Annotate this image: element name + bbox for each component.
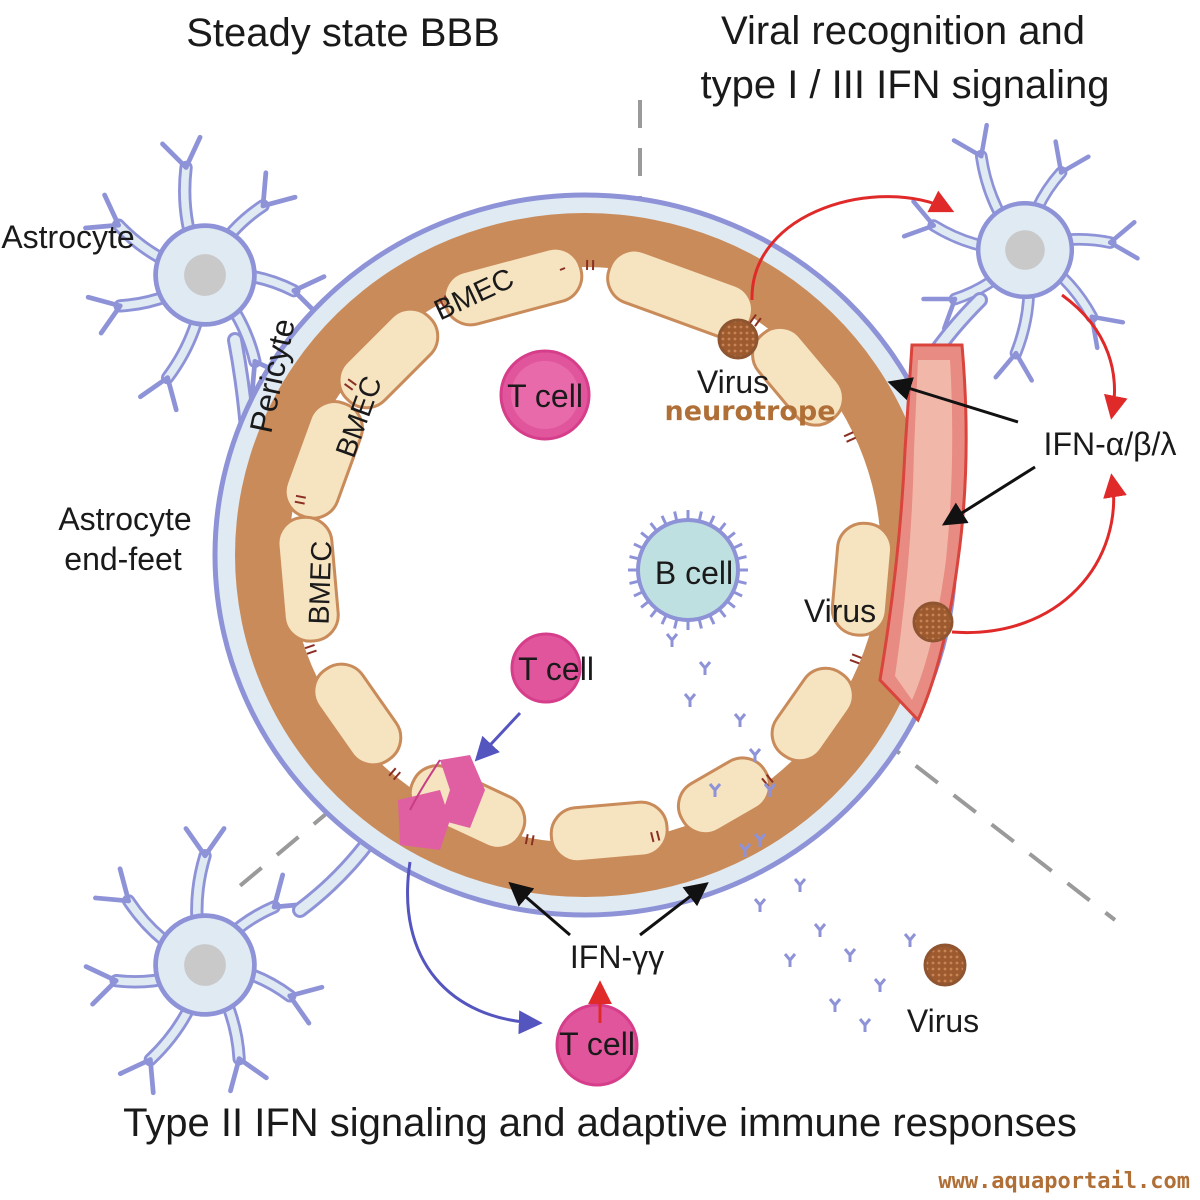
arrow-virus-to-ifn [951,473,1127,635]
tight-junction [843,431,857,443]
tight-junction [388,767,401,781]
antibody-icon [665,633,917,1032]
bmec-cell [337,307,440,410]
astrocyte-end-feet-label-1: Astrocyte [58,501,191,537]
bmec-cell [276,515,340,643]
bmec-cell [770,666,855,763]
tight-junction [304,643,317,655]
bmec-cell [606,248,754,339]
t-cell-label-3: T cell [559,1026,635,1062]
t-cell-icon [499,349,591,441]
virus-label-2: Virus [804,593,876,629]
neurotrope-label: neurotrope [664,396,835,427]
title-steady-state: Steady state BBB [186,11,500,55]
b-cell-icon [628,510,748,630]
blood-vessel [212,192,958,918]
astrocyte-icon [83,134,327,413]
virus-icon [717,318,759,360]
t-cell-icon [555,1003,639,1087]
astrocyte-icon [901,122,1140,383]
arrow-migrated-tcell [406,861,543,1035]
bmec-label-3: BMEC [304,540,339,625]
tight-junction [849,653,862,665]
arrow-astrocyte-to-ifn [1061,293,1128,420]
bmec-cell [751,325,845,427]
arrow-ifng-to-pericyte-2 [639,882,709,937]
tight-junction [294,494,306,505]
b-cell-label: B cell [655,555,733,591]
virus-label-3: Virus [907,1003,979,1039]
t-cell-label-1: T cell [507,378,583,414]
arrow-ifng-to-pericyte-1 [508,881,571,937]
virus-icon [912,601,954,643]
watermark: www.aquaportail.com [938,1169,1190,1194]
tight-junction [586,259,595,271]
ifn-gamma-label: IFN-γγ [570,939,664,975]
vessel-lumen [289,267,881,843]
arrow-tcell-migration [474,711,522,762]
tight-junction [438,295,451,308]
migrating-t-cell-icon [398,755,485,850]
bmec-cell [676,756,772,836]
title-viral-recognition-1: Viral recognition and [721,9,1085,53]
tight-junction [650,830,661,843]
bmec-cell [442,246,584,327]
arrow-ifn-to-bmec-2 [941,465,1036,526]
title-type-ii: Type II IFN signaling and adaptive immun… [123,1101,1077,1145]
tight-junction [749,314,762,327]
virus-label-1: Virus [697,364,769,400]
arrow-virus-to-astrocyte [750,190,955,301]
astrocyte-icon [83,826,325,1096]
title-viral-recognition-2: type I / III IFN signaling [700,63,1109,107]
arrow-ifn-to-bmec-1 [887,377,1019,424]
t-cell-icon [510,632,582,704]
tight-junction [344,378,357,391]
astrocyte-label: Astrocyte [1,219,134,255]
virus-icon [923,943,967,987]
bmec-cell [549,800,669,864]
t-cell-label-2: T cell [518,651,594,687]
bmec-cell [312,662,403,767]
astrocyte-end-feet-label-2: end-feet [64,541,182,577]
tight-junction [524,834,535,846]
bmec-cell [830,521,894,637]
ifn-alpha-beta-lambda-label: IFN-α/β/λ [1044,426,1177,462]
